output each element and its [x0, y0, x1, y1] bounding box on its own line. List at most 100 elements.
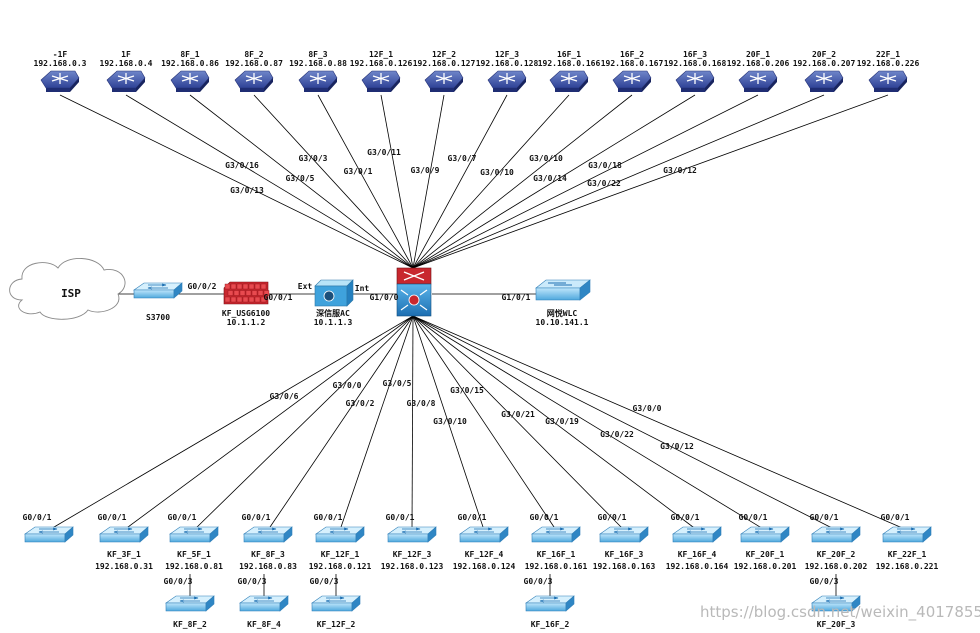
switch-ip: 192.168.0.121 — [309, 562, 372, 571]
switch-name: KF_20F_1 — [746, 550, 785, 559]
switch-ip: 192.168.0.163 — [593, 562, 656, 571]
floor-router[interactable] — [612, 70, 652, 92]
port-label: Ext — [298, 282, 313, 291]
switch-ip: 192.168.0.83 — [239, 562, 297, 571]
port-label: G3/0/1 — [344, 167, 373, 176]
ac-gateway-icon[interactable] — [314, 279, 354, 307]
switch-ip: 192.168.0.4 — [100, 59, 153, 68]
port-label: G3/0/10 — [529, 154, 563, 163]
ac-name: 深信服AC — [316, 308, 350, 318]
downlink-line — [267, 315, 414, 531]
floor-router[interactable] — [804, 70, 844, 92]
switch-name: KF_16F_1 — [537, 550, 576, 559]
port-label: G3/0/3 — [299, 154, 328, 163]
switch-ip: 192.168.0.81 — [165, 562, 223, 571]
uplink-line — [125, 94, 414, 269]
floor-router[interactable] — [487, 70, 527, 92]
switch-name: 1F — [121, 50, 131, 59]
access-switch[interactable] — [169, 526, 219, 543]
port-label: G0/0/2 — [188, 282, 217, 291]
port-label: G3/0/0 — [633, 404, 662, 413]
access-switch[interactable] — [243, 526, 293, 543]
switch-name: 12F_3 — [495, 50, 519, 59]
floor-router[interactable] — [40, 70, 80, 92]
port-label: G3/0/22 — [587, 179, 621, 188]
uplink-line — [412, 94, 759, 269]
floor-router[interactable] — [234, 70, 274, 92]
access-switch[interactable] — [387, 526, 437, 543]
core-switch-icon[interactable] — [396, 267, 432, 317]
link-lines — [48, 94, 908, 600]
port-label: G0/0/1 — [739, 513, 768, 522]
floor-router[interactable] — [675, 70, 715, 92]
sub-access-switch[interactable] — [239, 595, 289, 612]
port-label: G3/0/2 — [346, 399, 375, 408]
port-label: G0/0/3 — [164, 577, 193, 586]
port-label: G0/0/3 — [810, 577, 839, 586]
uplink-line — [317, 94, 414, 269]
watermark-text: https://blog.csdn.net/weixin_40178556 — [700, 603, 980, 622]
floor-router[interactable] — [106, 70, 146, 92]
port-label: G0/0/1 — [98, 513, 127, 522]
switch-ip: 192.168.0.167 — [601, 59, 664, 68]
floor-router[interactable] — [738, 70, 778, 92]
devices — [9, 70, 932, 612]
access-switch[interactable] — [315, 526, 365, 543]
access-switch[interactable] — [882, 526, 932, 543]
downlink-line — [412, 315, 698, 531]
floor-router[interactable] — [361, 70, 401, 92]
firewall-name: KF_USG6100 — [222, 309, 270, 318]
access-switch[interactable] — [672, 526, 722, 543]
floor-router[interactable] — [298, 70, 338, 92]
switch-ip: 192.168.0.201 — [734, 562, 797, 571]
switch-ip: 192.168.0.206 — [727, 59, 790, 68]
switch-name: -1F — [53, 50, 68, 59]
switch-name: KF_8F_2 — [173, 620, 207, 629]
access-switch[interactable] — [99, 526, 149, 543]
switch-ip: 192.168.0.161 — [525, 562, 588, 571]
wlc-name: 网悦WLC — [547, 308, 578, 318]
access-switch[interactable] — [459, 526, 509, 543]
port-label: G3/0/5 — [286, 174, 315, 183]
floor-router[interactable] — [868, 70, 908, 92]
port-label: G0/0/1 — [458, 513, 487, 522]
switch-name: KF_16F_3 — [605, 550, 644, 559]
port-label: G0/0/3 — [524, 577, 553, 586]
port-label: G0/0/1 — [264, 293, 293, 302]
labels: -1F192.168.0.3G3/0/131F192.168.0.4G3/0/1… — [23, 50, 980, 629]
switch-name: 8F_2 — [244, 50, 263, 59]
floor-router[interactable] — [170, 70, 210, 92]
sub-access-switch[interactable] — [165, 595, 215, 612]
floor-router[interactable] — [549, 70, 589, 92]
isp-label: ISP — [61, 287, 81, 300]
firewall-icon[interactable] — [223, 281, 270, 305]
access-switch[interactable] — [811, 526, 861, 543]
access-switch[interactable] — [740, 526, 790, 543]
switch-name: KF_3F_1 — [107, 550, 141, 559]
floor-router[interactable] — [424, 70, 464, 92]
access-switch[interactable] — [24, 526, 74, 543]
port-label: G3/0/16 — [225, 161, 259, 170]
switch-ip: 192.168.0.124 — [453, 562, 516, 571]
isp-cloud — [9, 258, 126, 320]
sub-access-switch[interactable] — [525, 595, 575, 612]
uplink-line — [412, 94, 508, 269]
switch-name: KF_16F_2 — [531, 620, 570, 629]
port-label: G0/0/1 — [242, 513, 271, 522]
switch-ip: 192.168.0.87 — [225, 59, 283, 68]
port-label: G3/0/21 — [501, 410, 535, 419]
switch-name: KF_22F_1 — [888, 550, 927, 559]
port-label: G0/0/3 — [238, 577, 267, 586]
downlink-line — [123, 315, 414, 531]
access-switch[interactable] — [599, 526, 649, 543]
sub-access-switch[interactable] — [311, 595, 361, 612]
downlink-line — [411, 315, 414, 531]
switch-name: KF_12F_1 — [321, 550, 360, 559]
uplink-line — [412, 94, 633, 269]
s3700-switch[interactable] — [133, 282, 183, 299]
access-switch[interactable] — [531, 526, 581, 543]
wlc-controller-icon[interactable] — [535, 279, 591, 301]
port-label: G3/0/11 — [367, 148, 401, 157]
sub-access-switch[interactable] — [811, 595, 861, 612]
